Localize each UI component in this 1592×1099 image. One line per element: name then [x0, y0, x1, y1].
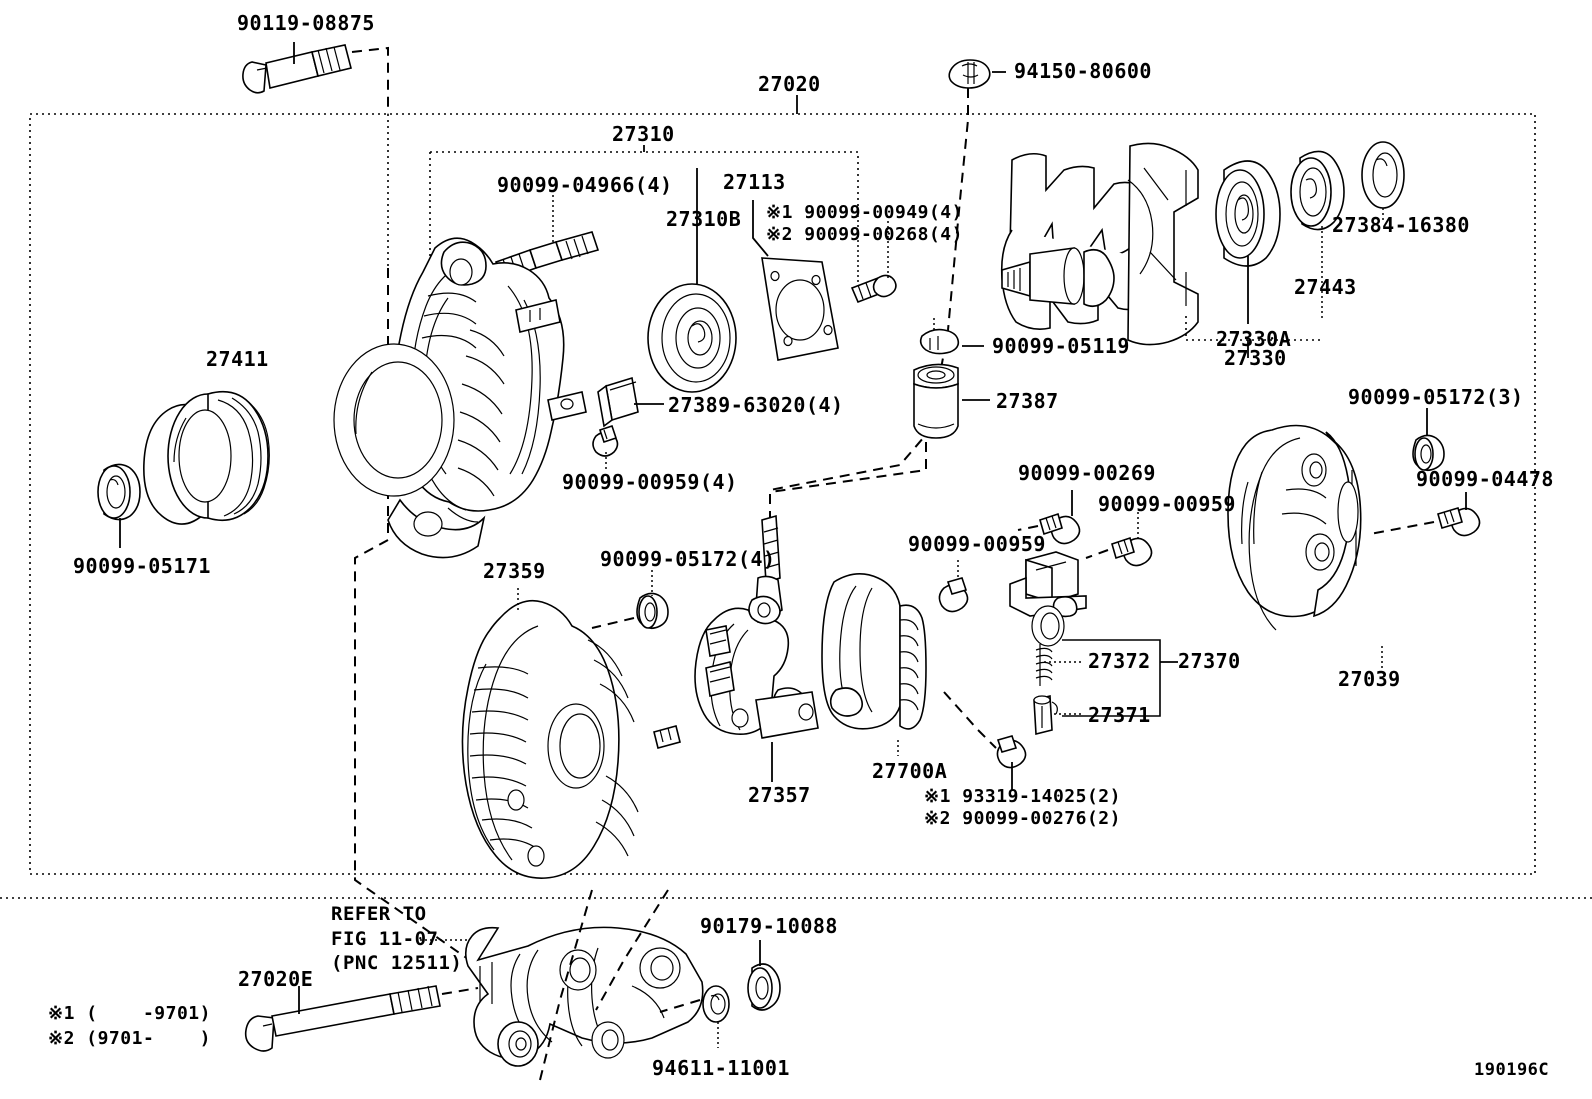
label-brush-group-27370: 27370	[1178, 649, 1241, 673]
label-retainer-27443: 27443	[1294, 275, 1357, 299]
label-screw-00959-right: 90099-00959	[1098, 492, 1236, 516]
label-brush-27371: 27371	[1088, 703, 1151, 727]
label-bearing-group-27330: 27330	[1224, 346, 1287, 370]
label-screw-reg-1: ※1 93319-14025(2)	[924, 786, 1121, 807]
label-plate-27113: 27113	[723, 170, 786, 194]
refer-to-line-2: FIG 11-07	[331, 928, 439, 950]
label-regulator-27700A: 27700A	[872, 759, 948, 783]
label-washer-rear-05172-3: 90099-05172(3)	[1348, 385, 1524, 409]
refer-to-line-1: REFER TO	[331, 903, 427, 925]
label-bolt-alt-1: ※1 90099-00949(4)	[766, 202, 963, 223]
label-screw-00269: 90099-00269	[1018, 461, 1156, 485]
label-stud-bolt: 90099-04966(4)	[497, 173, 673, 197]
label-bolt-top: 90119-08875	[237, 11, 375, 35]
label-terminal-27387: 27387	[996, 389, 1059, 413]
label-screw-00959-4: 90099-00959(4)	[562, 470, 738, 494]
label-seal-27384: 27384-16380	[1332, 213, 1470, 237]
label-cover-27039: 27039	[1338, 667, 1401, 691]
label-screw-reg-2: ※2 90099-00276(2)	[924, 808, 1121, 829]
label-insulator-27389: 27389-63020(4)	[668, 393, 844, 417]
label-pulley-27411: 27411	[206, 347, 269, 371]
label-screw-00959-left: 90099-00959	[908, 532, 1046, 556]
label-rectifier-27357: 27357	[748, 783, 811, 807]
label-bolt-04478: 90099-04478	[1416, 467, 1554, 491]
label-idler-27310B: 27310B	[666, 207, 742, 231]
label-screw-05119: 90099-05119	[992, 334, 1130, 358]
refer-to-line-3: (PNC 12511)	[331, 952, 463, 974]
label-nut-rotor: 94150-80600	[1014, 59, 1152, 83]
label-nut-05171: 90099-05171	[73, 554, 211, 578]
figure-code: 190196C	[1474, 1060, 1550, 1080]
footnote-1: ※1 ( -9701)	[48, 1003, 211, 1024]
label-washer-05172-4: 90099-05172(4)	[600, 547, 776, 571]
label-nut-90179: 90179-10088	[700, 914, 838, 938]
label-washer-94611: 94611-11001	[652, 1056, 790, 1080]
label-bearing-27330A: 27330A	[1216, 327, 1292, 351]
label-subgroup-27310: 27310	[612, 122, 675, 146]
label-bracket-bolt-27020E: 27020E	[238, 967, 314, 991]
label-bolt-alt-2: ※2 90099-00268(4)	[766, 224, 963, 245]
label-rear-housing-27359: 27359	[483, 559, 546, 583]
footnote-2: ※2 (9701- )	[48, 1028, 211, 1049]
label-assembly-27020: 27020	[758, 72, 821, 96]
label-spring-27372: 27372	[1088, 649, 1151, 673]
